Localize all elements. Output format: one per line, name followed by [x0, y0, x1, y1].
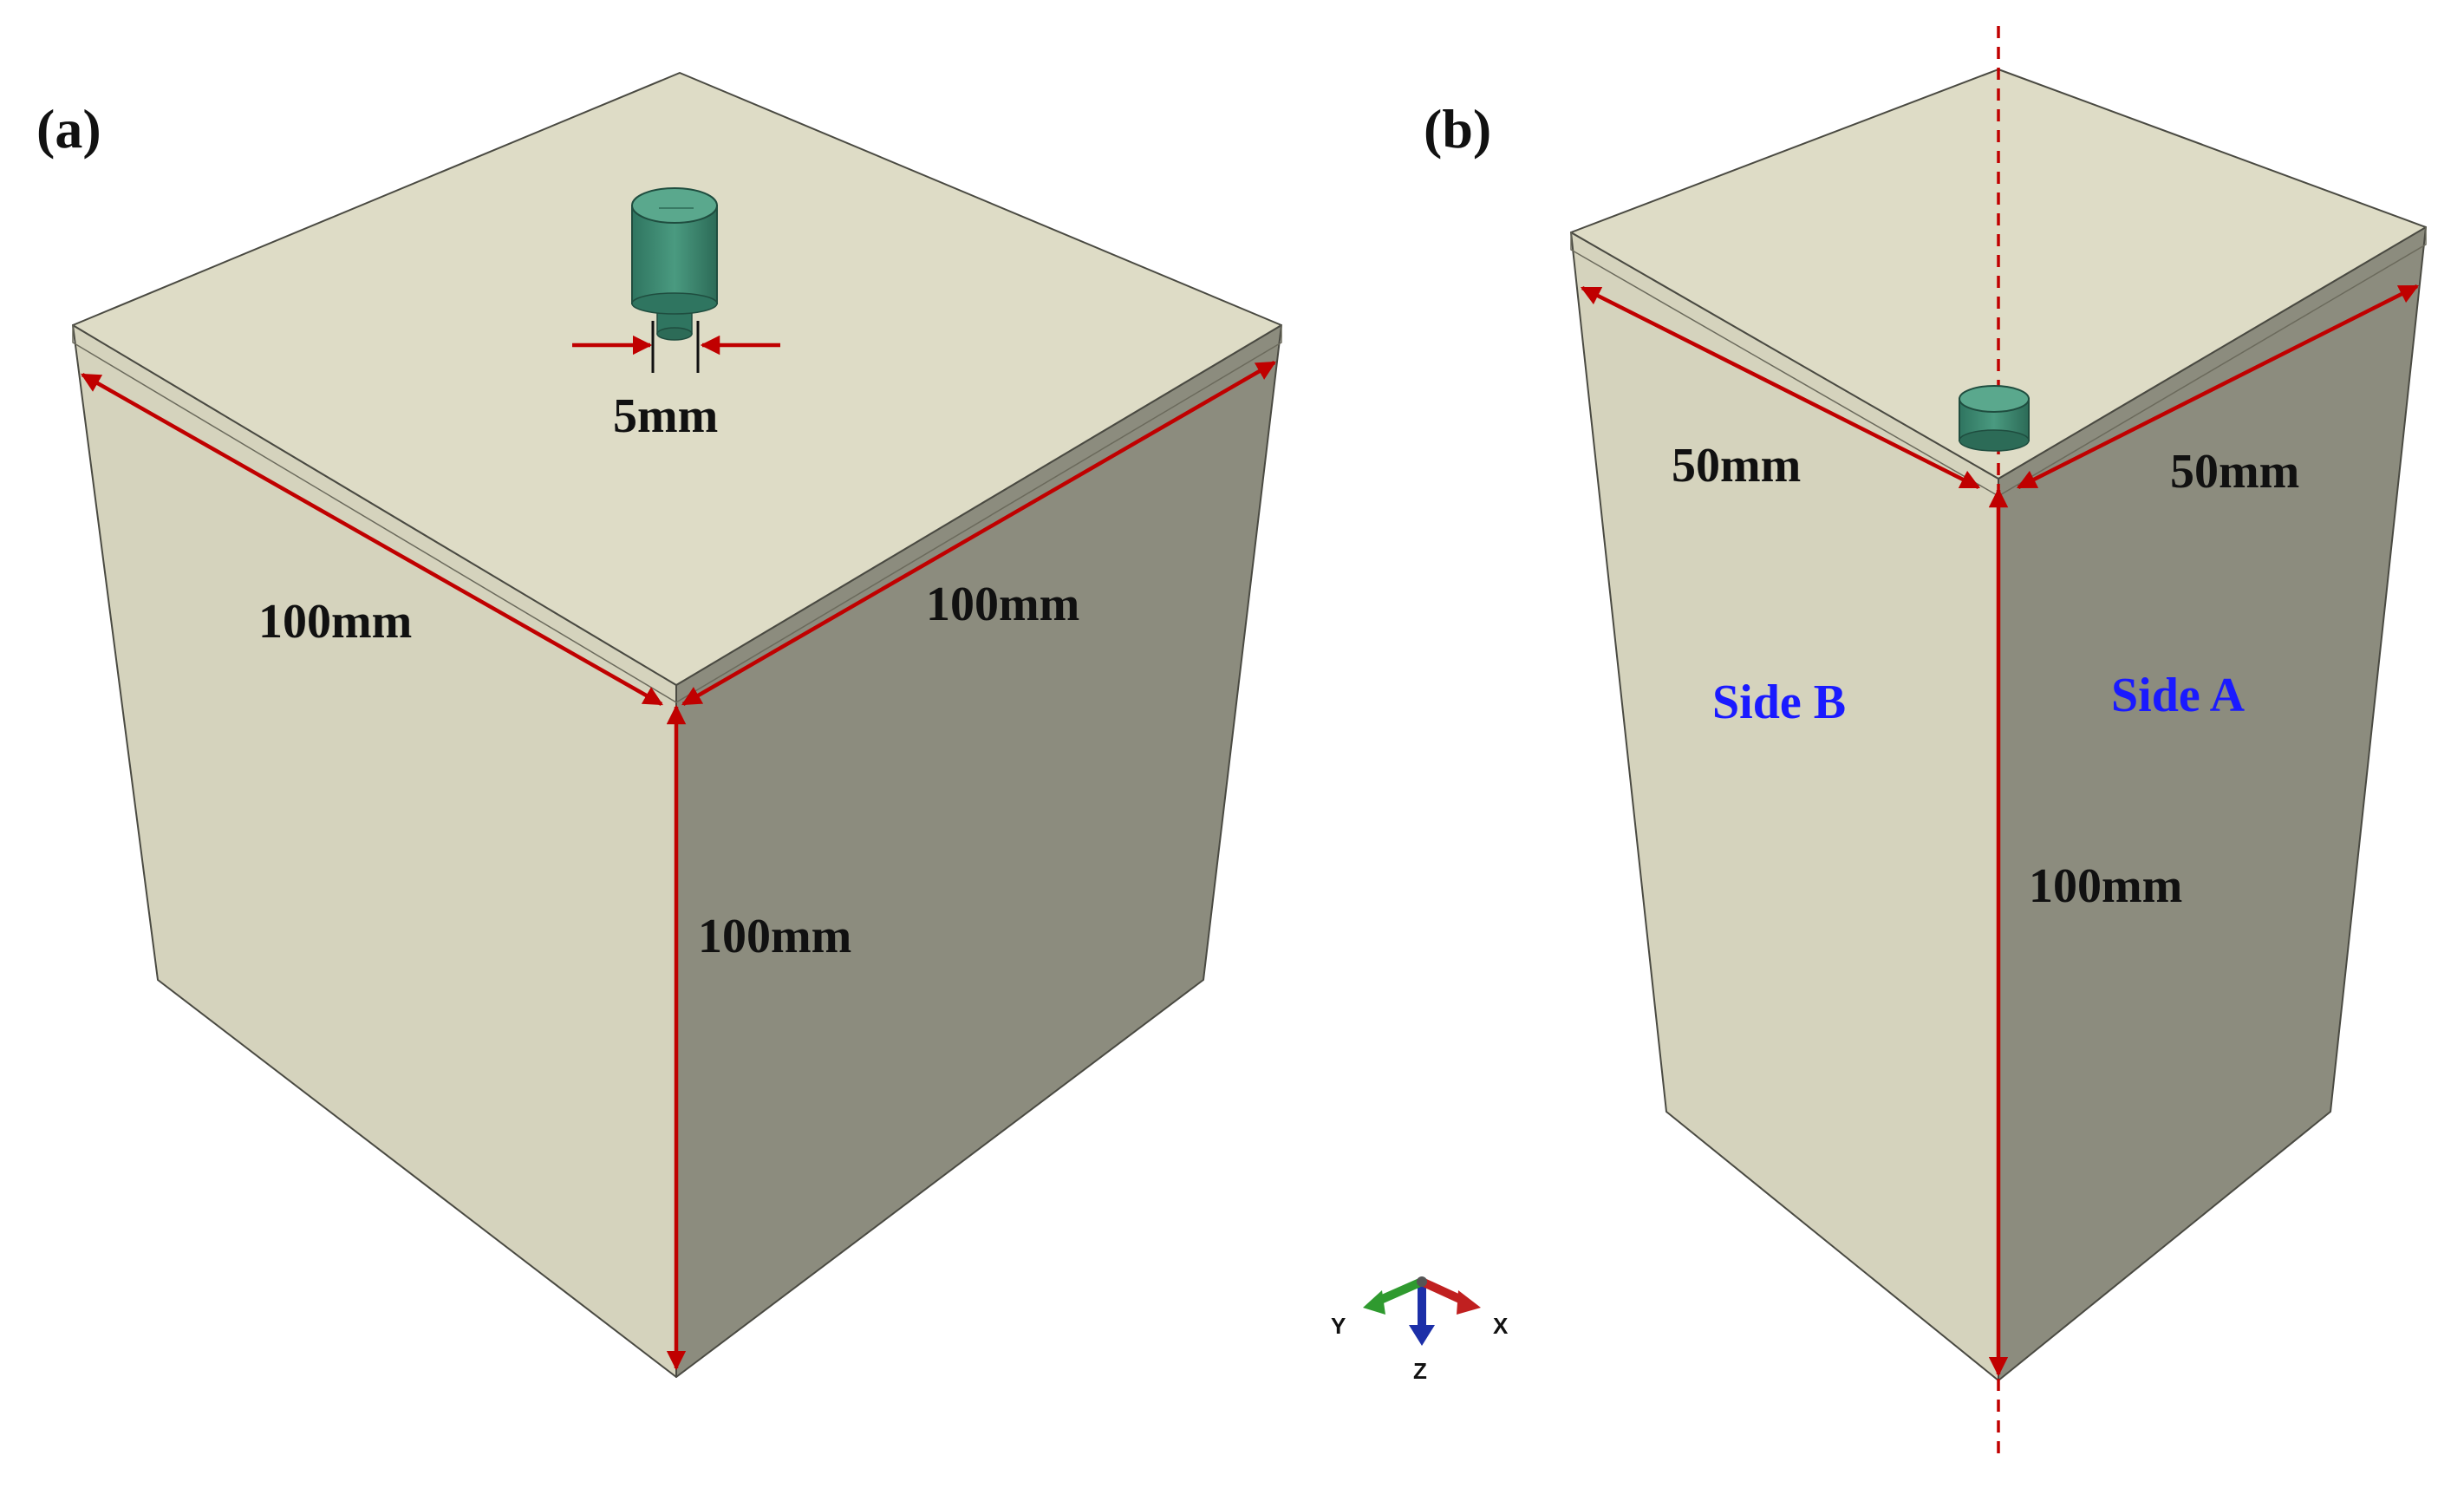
dimension-a-top-left-label: 100mm	[258, 595, 412, 649]
axis-y-label: Y	[1331, 1313, 1346, 1339]
dimension-b-vertical-label: 100mm	[2029, 859, 2182, 913]
side-b-label: Side B	[1712, 675, 1846, 729]
axis-x-label: X	[1493, 1313, 1509, 1339]
panel-a: (a) 5mm 100mm 100mm 100mm	[36, 72, 1282, 1378]
dimension-b-top-left	[1580, 285, 1981, 490]
dimension-b-top-right-label: 50mm	[2170, 445, 2299, 499]
dimension-a-top-left	[81, 373, 663, 706]
dimension-b-top-left-label: 50mm	[1672, 439, 1801, 493]
probe-dimension-a-label: 5mm	[613, 389, 718, 443]
panel-a-label: (a)	[36, 98, 101, 160]
cube-a-top-face	[72, 72, 1282, 686]
panel-b-label: (b)	[1424, 98, 1491, 160]
side-a-label: Side A	[2111, 669, 2246, 722]
dimension-b-top-right	[2016, 284, 2420, 490]
axes-triad: Y X Z	[1331, 1276, 1509, 1384]
axis-z-label: Z	[1413, 1358, 1427, 1384]
dimension-a-vertical-label: 100mm	[698, 910, 851, 963]
cube-a-top-bevel	[72, 325, 1282, 703]
probe-b	[1959, 385, 2030, 452]
panel-b: (b) 50mm 50mm 100mm Side B Side A	[1424, 26, 2427, 1457]
dimension-a-top-right-label: 100mm	[926, 578, 1079, 631]
probe-a	[631, 187, 718, 341]
dimension-a-top-right	[681, 361, 1276, 706]
block-b-top-face	[1570, 69, 2427, 480]
